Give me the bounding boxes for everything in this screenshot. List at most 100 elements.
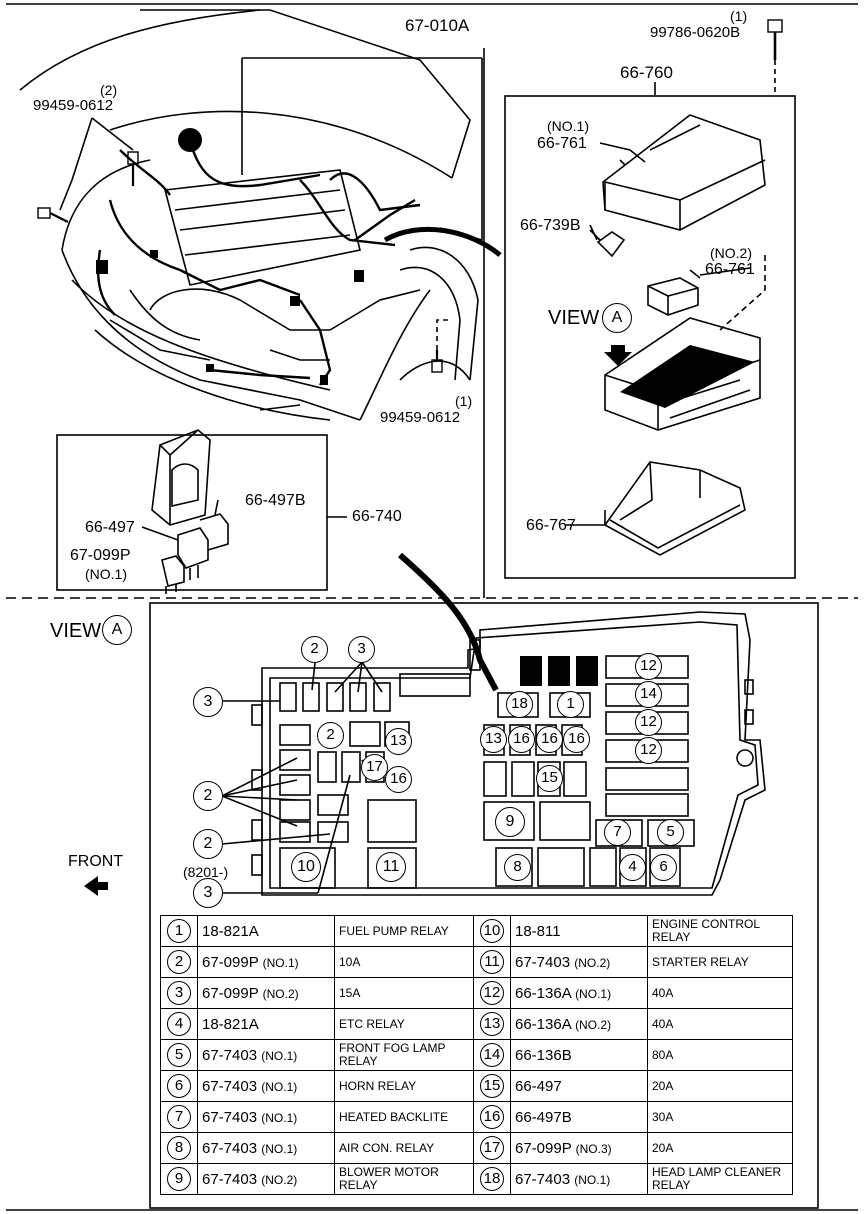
legend-description-cell: STARTER RELAY — [647, 946, 793, 978]
legend-qty: (NO.1) — [261, 1141, 298, 1156]
legend-number-cell: 13 — [473, 1008, 511, 1040]
callout-10: 10 — [291, 852, 321, 882]
legend-number-cell: 5 — [160, 1039, 198, 1071]
callout-3: 3 — [193, 687, 223, 717]
legend-description: 15A — [339, 985, 361, 1000]
bolt-c-qty: (1) — [455, 393, 473, 409]
callout-2: 2 — [193, 781, 223, 811]
legend-part-number-cell: 18-811 — [510, 915, 648, 947]
legend-number: 9 — [167, 1167, 191, 1191]
legend-part-number-cell: 66-497 — [510, 1070, 648, 1102]
bolt-c-part-number: 99459-0612 — [380, 409, 461, 426]
legend-part-number-cell: 67-7403 (NO.2) — [197, 1163, 335, 1195]
bolt-a-qty: (1) — [730, 8, 748, 24]
legend-part-number: 66-136A — [515, 984, 571, 1002]
callout-11: 11 — [376, 852, 406, 882]
front-direction-label: FRONT — [68, 853, 124, 870]
legend-number-cell: 10 — [473, 915, 511, 947]
legend-description-cell: BLOWER MOTOR RELAY — [334, 1163, 474, 1195]
legend-description-cell: 20A — [647, 1070, 793, 1102]
legend-part-number-cell: 66-136A (NO.2) — [510, 1008, 648, 1040]
legend-number: 3 — [167, 981, 191, 1005]
legend-description: BLOWER MOTOR RELAY — [339, 1165, 439, 1192]
callout-16: 16 — [536, 726, 563, 753]
legend-number-cell: 2 — [160, 946, 198, 978]
legend-number: 15 — [480, 1074, 504, 1098]
legend-number-cell: 12 — [473, 977, 511, 1009]
legend-description-cell: 80A — [647, 1039, 793, 1071]
legend-qty: (NO.2) — [262, 986, 299, 1001]
legend-number-cell: 1 — [160, 915, 198, 947]
legend-description: AIR CON. RELAY — [339, 1140, 435, 1155]
legend-part-number: 67-7403 — [202, 1170, 258, 1188]
legend-number-cell: 15 — [473, 1070, 511, 1102]
fuse-kit-part-number: 66-740 — [352, 508, 402, 525]
model-code-label: (8201-) — [183, 864, 229, 880]
callout-15: 15 — [536, 765, 563, 792]
legend-number: 13 — [480, 1012, 504, 1036]
legend-part-number: 67-7403 — [202, 1108, 258, 1126]
legend-part-number-cell: 67-7403 (NO.1) — [197, 1132, 335, 1164]
legend-description: HEAD LAMP CLEANER RELAY — [652, 1165, 782, 1192]
junction-box-assy-part-number: 66-760 — [620, 63, 673, 82]
legend-description-cell: 10A — [334, 946, 474, 978]
legend-description-cell: HORN RELAY — [334, 1070, 474, 1102]
legend-qty: (NO.2) — [261, 1172, 298, 1187]
legend-number-cell: 8 — [160, 1132, 198, 1164]
callout-9: 9 — [495, 807, 525, 837]
legend-part-number-cell: 67-099P (NO.2) — [197, 977, 335, 1009]
callout-16: 16 — [563, 726, 590, 753]
bolt-b-qty: (2) — [100, 82, 118, 98]
legend-number-cell: 4 — [160, 1008, 198, 1040]
legend-part-number: 66-497 — [515, 1077, 562, 1095]
legend-number-cell: 16 — [473, 1101, 511, 1133]
callout-3: 3 — [348, 636, 375, 663]
legend-number: 1 — [167, 919, 191, 943]
legend-part-number: 67-099P — [202, 953, 259, 971]
legend-description: HEATED BACKLITE — [339, 1109, 449, 1124]
legend-part-number-cell: 67-099P (NO.3) — [510, 1132, 648, 1164]
legend-qty: (NO.3) — [575, 1141, 612, 1156]
legend-number: 18 — [480, 1167, 504, 1191]
legend-part-number: 66-497B — [515, 1108, 572, 1126]
legend-number: 6 — [167, 1074, 191, 1098]
legend-part-number-cell: 67-7403 (NO.1) — [197, 1101, 335, 1133]
legend-number: 16 — [480, 1105, 504, 1129]
legend-number-cell: 6 — [160, 1070, 198, 1102]
legend-part-number-cell: 67-7403 (NO.1) — [197, 1070, 335, 1102]
view-a-title-letter: A — [102, 615, 132, 645]
callout-13: 13 — [385, 728, 412, 755]
legend-description: FRONT FOG LAMP RELAY — [339, 1041, 446, 1068]
legend-description: 20A — [652, 1140, 674, 1155]
legend-number-cell: 7 — [160, 1101, 198, 1133]
legend-description-cell: FRONT FOG LAMP RELAY — [334, 1039, 474, 1071]
legend-number: 12 — [480, 981, 504, 1005]
legend-description-cell: AIR CON. RELAY — [334, 1132, 474, 1164]
callout-14: 14 — [635, 681, 662, 708]
fuse-20a-part-number: 66-497 — [85, 519, 135, 536]
fuse-30a-part-number: 66-497B — [245, 492, 306, 509]
legend-part-number: 67-7403 — [202, 1046, 258, 1064]
callout-16: 16 — [385, 766, 412, 793]
legend-description: ENGINE CONTROL RELAY — [652, 917, 760, 944]
legend-part-number: 67-7403 — [515, 953, 571, 971]
legend-description-cell: FUEL PUMP RELAY — [334, 915, 474, 947]
legend-description: 80A — [652, 1047, 674, 1062]
legend-number: 8 — [167, 1136, 191, 1160]
legend-number: 10 — [480, 919, 504, 943]
legend-number-cell: 3 — [160, 977, 198, 1009]
legend-qty: (NO.1) — [575, 986, 612, 1001]
legend-part-number-cell: 67-7403 (NO.1) — [197, 1039, 335, 1071]
callout-4: 4 — [619, 854, 646, 881]
legend-number: 2 — [167, 950, 191, 974]
legend-part-number: 66-136A — [515, 1015, 571, 1033]
harness-part-number: 67-010A — [405, 16, 470, 35]
legend-number: 7 — [167, 1105, 191, 1129]
legend-qty: (NO.2) — [574, 955, 611, 970]
legend-description-cell: ENGINE CONTROL RELAY — [647, 915, 793, 947]
legend-part-number: 66-136B — [515, 1046, 572, 1064]
